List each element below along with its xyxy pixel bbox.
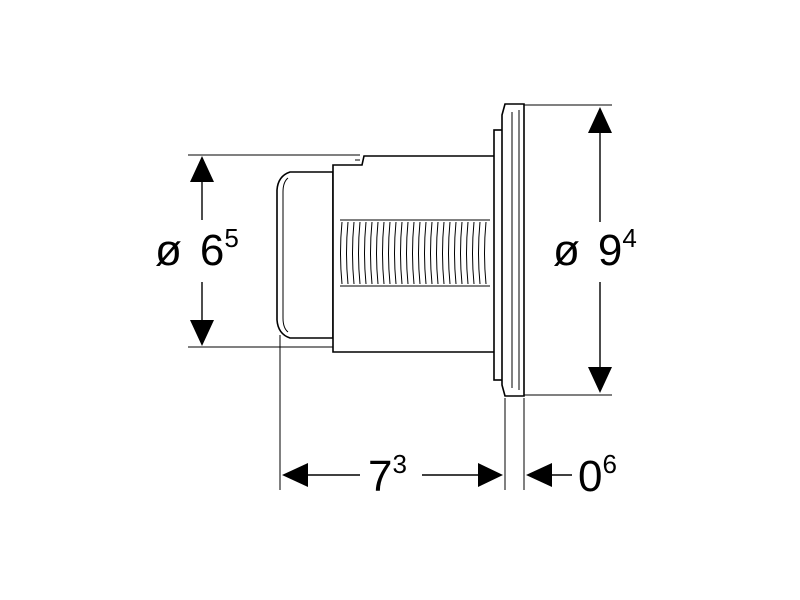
arrow-up-icon xyxy=(190,156,214,182)
diameter-small-whole: 6 xyxy=(200,226,224,275)
diameter-small-fraction: 5 xyxy=(224,223,238,253)
dimension-plate-thickness: 06 xyxy=(526,449,617,501)
cover-plate xyxy=(501,103,525,397)
arrow-left-icon xyxy=(526,463,552,487)
depth-whole: 7 xyxy=(368,452,392,501)
svg-text:ø65: ø65 xyxy=(155,223,239,275)
plate-thickness-fraction: 6 xyxy=(602,449,616,479)
arrow-down-icon xyxy=(190,320,214,346)
dimension-depth: 73 xyxy=(282,449,503,501)
svg-text:ø94: ø94 xyxy=(553,223,637,275)
threaded-sleeve xyxy=(332,155,497,353)
arrow-left-icon xyxy=(282,463,308,487)
diameter-small-symbol: ø xyxy=(155,226,182,275)
depth-fraction: 3 xyxy=(392,449,406,479)
push-button-cap xyxy=(276,171,334,339)
arrow-down-icon xyxy=(588,367,612,393)
diameter-large-whole: 9 xyxy=(598,226,622,275)
arrow-right-icon xyxy=(478,463,503,487)
svg-text:73: 73 xyxy=(368,449,407,501)
diameter-large-symbol: ø xyxy=(553,226,580,275)
plate-thickness-whole: 0 xyxy=(578,452,602,501)
svg-text:06: 06 xyxy=(578,449,617,501)
diameter-large-fraction: 4 xyxy=(622,223,636,253)
extension-lines xyxy=(188,104,612,490)
arrow-up-icon xyxy=(588,107,612,133)
thread-pattern xyxy=(340,221,487,285)
